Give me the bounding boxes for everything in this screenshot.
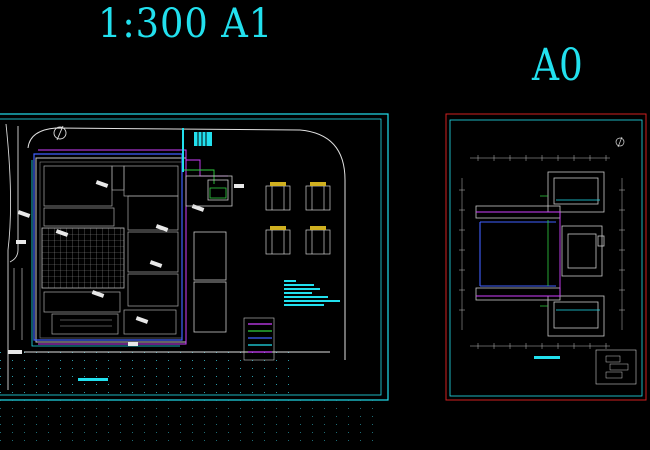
north-arrow-icon — [615, 136, 625, 148]
sheet-a1-site-plan — [0, 113, 389, 448]
dotted-ground-area — [0, 352, 300, 394]
pipe-legend-table — [243, 317, 275, 361]
detail-drawings — [265, 182, 331, 255]
drawing-scale-label: 1:300 A1 — [98, 1, 274, 47]
floor-plan-walls — [475, 171, 605, 337]
drawing-title-bar — [534, 356, 560, 359]
title-block — [595, 349, 637, 385]
road-edge — [13, 268, 23, 340]
site-boundary — [27, 127, 346, 360]
a1-inner-frame — [0, 118, 382, 396]
cyan-legend-block — [194, 132, 212, 146]
sheet-a0-floor-plan — [445, 113, 647, 401]
road-edge — [9, 126, 19, 263]
dimension-ticks — [459, 155, 625, 349]
drawing-title-bar — [78, 378, 108, 381]
notes-block — [284, 280, 340, 306]
north-arrow-icon — [53, 125, 67, 141]
a0-outer-frame — [445, 113, 647, 401]
hatched-courtyard — [41, 227, 125, 289]
sheet-size-label: A0 — [532, 40, 583, 91]
plan-annotations — [8, 180, 244, 354]
floor-plan-pipes — [476, 195, 600, 311]
outbuilding — [193, 231, 227, 333]
equipment-room — [185, 175, 233, 207]
cyan-marker — [182, 128, 184, 172]
road-edge — [5, 123, 12, 390]
a0-inner-frame — [449, 119, 643, 397]
dotted-ground-area-lower — [0, 400, 380, 448]
dimension-lines — [461, 157, 623, 347]
